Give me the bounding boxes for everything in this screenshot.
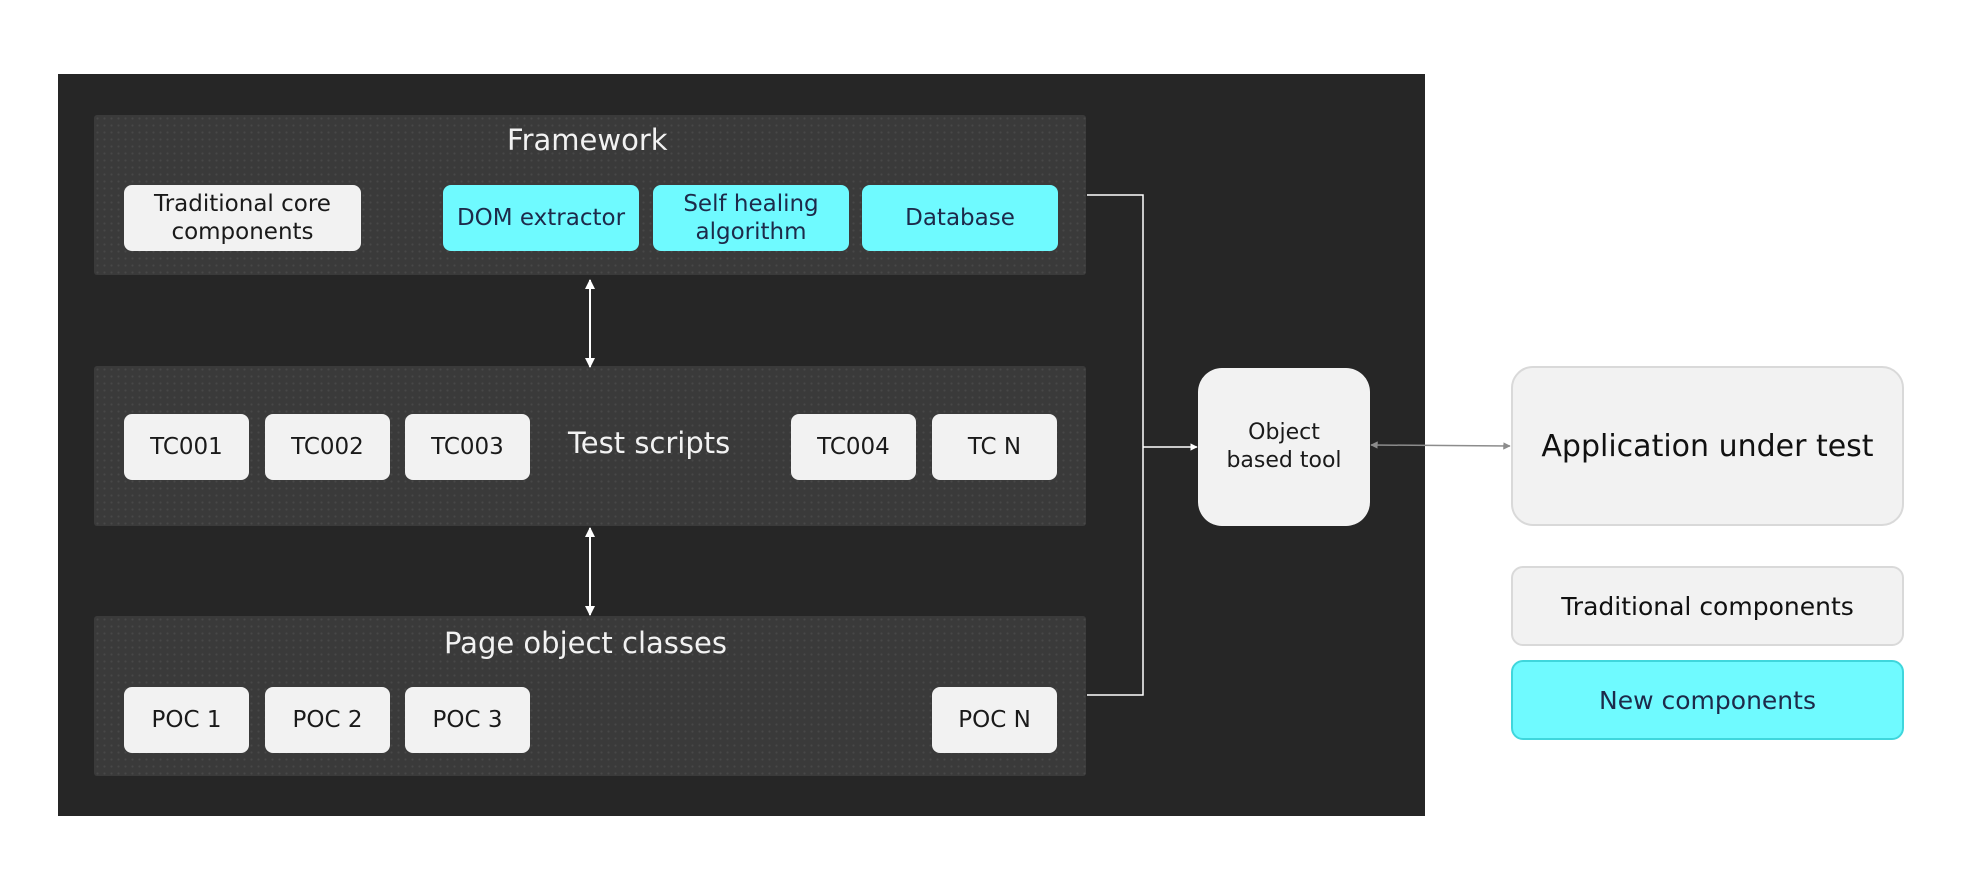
legend-new-components: New components	[1511, 660, 1904, 740]
test-case-2: TC002	[265, 414, 390, 480]
page-object-classes-title: Page object classes	[444, 626, 727, 660]
test-case-4: TC004	[791, 414, 916, 480]
test-scripts-title: Test scripts	[568, 426, 731, 460]
framework-group: Framework Traditional core components DO…	[94, 115, 1086, 275]
poc-3: POC 3	[405, 687, 530, 753]
test-case-3: TC003	[405, 414, 530, 480]
self-healing-algorithm: Self healing algorithm	[653, 185, 849, 251]
legend-new-label: New components	[1599, 685, 1816, 715]
poc-2: POC 2	[265, 687, 390, 753]
framework-title: Framework	[507, 123, 668, 157]
object-based-tool-label: Object based tool	[1226, 420, 1342, 473]
legend-traditional-components: Traditional components	[1511, 566, 1904, 646]
poc-n: POC N	[932, 687, 1057, 753]
traditional-core-components: Traditional core components	[124, 185, 361, 251]
arrow-tool-application	[1370, 441, 1511, 450]
dom-extractor: DOM extractor	[443, 185, 639, 251]
application-under-test: Application under test	[1511, 366, 1904, 526]
application-under-test-label: Application under test	[1541, 428, 1874, 464]
page-object-classes-group: Page object classes POC 1 POC 2 POC 3 PO…	[94, 616, 1086, 776]
test-scripts-group: TC001 TC002 TC003 Test scripts TC004 TC …	[94, 366, 1086, 526]
poc-1: POC 1	[124, 687, 249, 753]
test-case-1: TC001	[124, 414, 249, 480]
database: Database	[862, 185, 1058, 251]
connector-bracket	[1087, 194, 1144, 696]
legend-traditional-label: Traditional components	[1561, 591, 1854, 621]
object-based-tool: Object based tool	[1198, 368, 1370, 526]
test-case-n: TC N	[932, 414, 1057, 480]
